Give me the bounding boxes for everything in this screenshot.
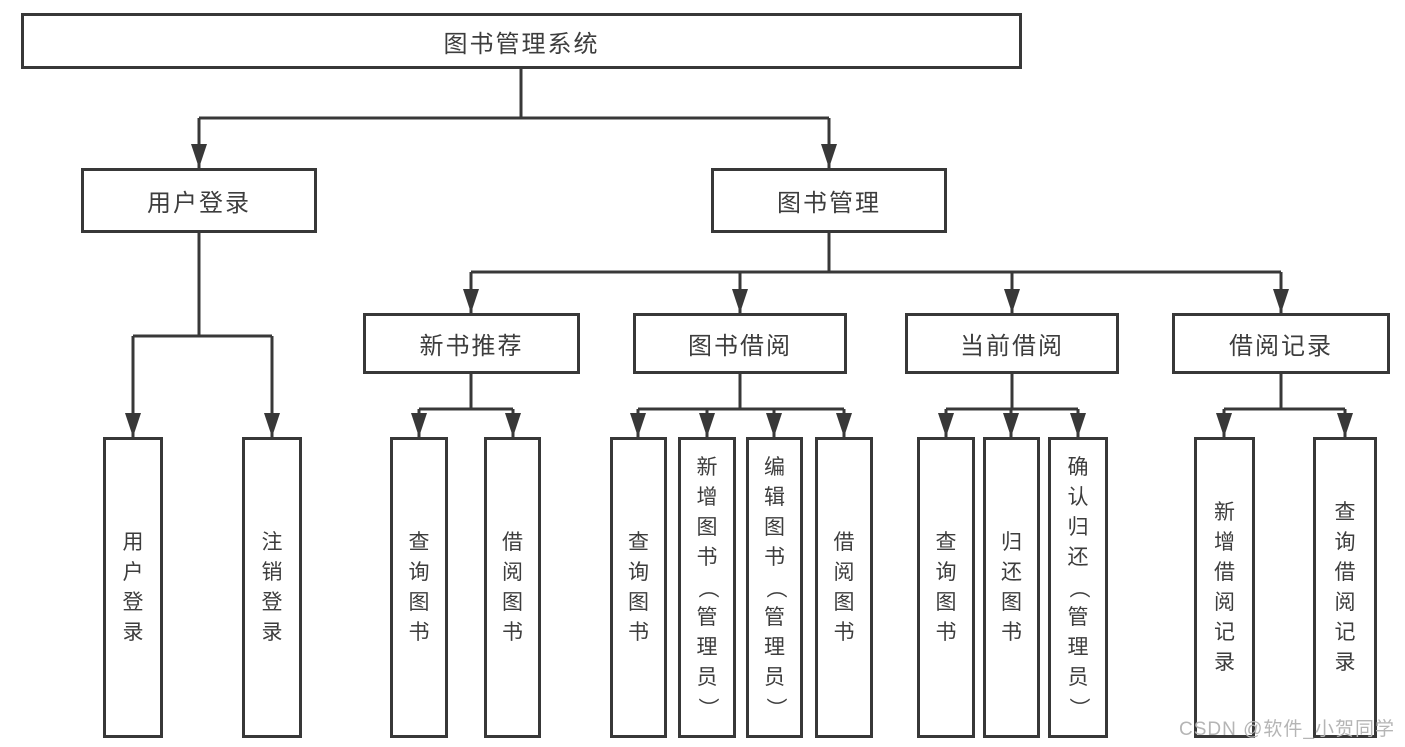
leaf-borrow-book-1: 借阅图书 [484, 437, 541, 738]
node-current-borrow: 当前借阅 [905, 313, 1119, 374]
arrowhead [1337, 413, 1353, 437]
node-label: 借阅记录 [1229, 333, 1333, 360]
arrowhead [821, 144, 837, 168]
arrowhead [1070, 413, 1086, 437]
leaf-return-book: 归还图书 [983, 437, 1040, 738]
connector-borrowrecord-to-leaves [1222, 374, 1347, 437]
node-label: 新增图书（管理员） [696, 455, 719, 719]
node-label: 用户登录 [122, 530, 144, 644]
node-label: 图书管理 [777, 190, 881, 217]
arrowhead [264, 413, 280, 437]
leaf-add-book-admin: 新增图书（管理员） [678, 437, 736, 738]
node-label: 查询图书 [935, 530, 957, 644]
node-root: 图书管理系统 [21, 13, 1022, 69]
node-label: 借阅图书 [502, 530, 523, 644]
arrowhead [191, 144, 207, 168]
arrowhead [125, 413, 141, 437]
arrowhead [836, 413, 852, 437]
csdn-watermark: CSDN @软件_小贺同学 [1179, 719, 1395, 740]
leaf-edit-book-admin: 编辑图书（管理员） [746, 437, 803, 738]
leaf-user-login: 用户登录 [103, 437, 163, 738]
node-book-management: 图书管理 [711, 168, 947, 233]
connector-newbook-to-leaves [417, 374, 515, 437]
node-label: 新增借阅记录 [1214, 500, 1235, 674]
leaf-query-book-3: 查询图书 [917, 437, 975, 738]
node-label: 借阅图书 [833, 530, 855, 644]
node-label: 归还图书 [1001, 530, 1022, 644]
node-label: 图书管理系统 [443, 30, 600, 58]
node-label: 新书推荐 [419, 333, 524, 360]
node-book-borrow: 图书借阅 [633, 313, 847, 374]
node-label: 查询图书 [408, 530, 430, 644]
leaf-confirm-return-admin: 确认归还（管理员） [1048, 437, 1108, 738]
arrowhead [1273, 289, 1289, 313]
arrowhead [1004, 289, 1020, 313]
arrowhead [938, 413, 954, 437]
node-label: 注销登录 [261, 530, 283, 644]
arrowhead [1216, 413, 1232, 437]
connector-bookmgmt-to-level3 [469, 233, 1283, 313]
arrowhead [505, 413, 521, 437]
arrowhead [1003, 413, 1019, 437]
arrowhead [732, 289, 748, 313]
node-label: 用户登录 [147, 190, 251, 217]
node-label: 确认归还（管理员） [1067, 455, 1090, 719]
connector-userlogin-to-leaves [131, 233, 274, 437]
node-borrow-record: 借阅记录 [1172, 313, 1390, 374]
arrowhead [766, 413, 782, 437]
arrowheads [125, 144, 1353, 437]
arrowhead [411, 413, 427, 437]
node-user-login: 用户登录 [81, 168, 317, 233]
node-new-book-recommend: 新书推荐 [363, 313, 580, 374]
leaf-query-book-2: 查询图书 [610, 437, 667, 738]
connector-bookborrow-to-leaves [636, 374, 846, 437]
node-label: 查询图书 [628, 530, 649, 644]
leaf-add-borrow-record: 新增借阅记录 [1194, 437, 1255, 738]
leaf-logout: 注销登录 [242, 437, 302, 738]
arrowhead [699, 413, 715, 437]
arrowhead [630, 413, 646, 437]
leaf-borrow-book-2: 借阅图书 [815, 437, 873, 738]
node-label: 查询借阅记录 [1334, 500, 1356, 674]
connector-root-to-level2 [197, 69, 831, 168]
arrowhead [463, 289, 479, 313]
connector-lines [131, 69, 1347, 437]
leaf-query-borrow-record: 查询借阅记录 [1313, 437, 1377, 738]
node-label: 编辑图书（管理员） [763, 455, 787, 719]
node-label: 图书借阅 [688, 333, 792, 360]
node-label: 当前借阅 [960, 333, 1064, 360]
leaf-query-book-1: 查询图书 [390, 437, 448, 738]
